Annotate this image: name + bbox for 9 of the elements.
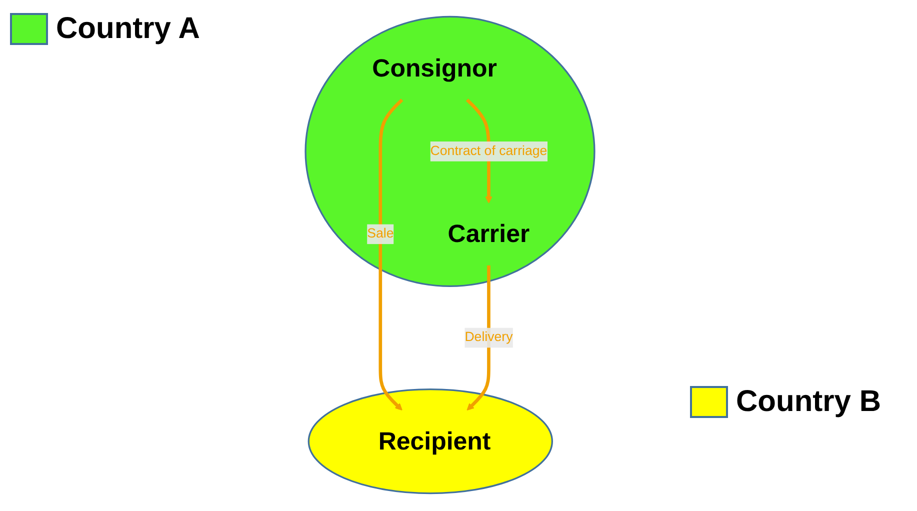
legend-label: Country A bbox=[56, 12, 200, 46]
edge-label: Sale bbox=[367, 226, 394, 241]
edge-label: Delivery bbox=[464, 330, 513, 344]
node-text: Carrier bbox=[448, 220, 530, 248]
edge-label: Contract of carriage bbox=[430, 144, 548, 158]
legend-label: Country B bbox=[736, 385, 881, 419]
node-text: Consignor bbox=[372, 54, 497, 82]
arrow bbox=[378, 98, 404, 410]
node-text: Recipient bbox=[378, 428, 491, 456]
